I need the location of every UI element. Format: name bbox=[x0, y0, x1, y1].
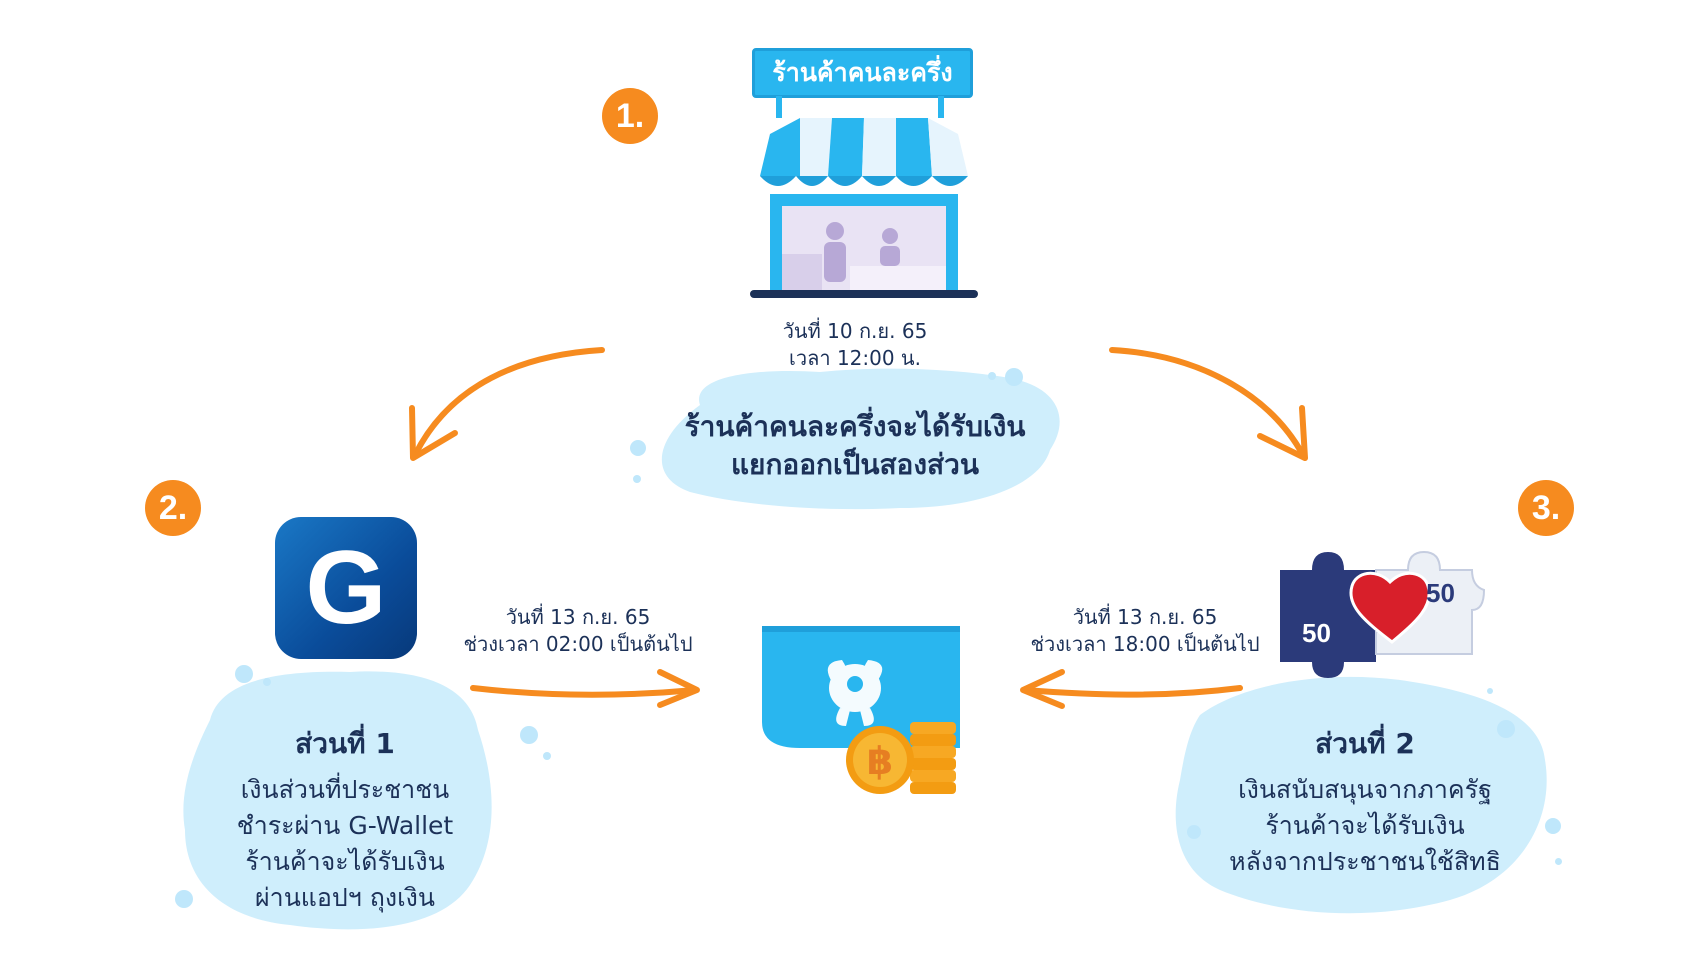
baht-symbol: ฿ bbox=[866, 739, 894, 783]
gwallet-date: วันที่ 13 ก.ย. 65 bbox=[505, 605, 651, 629]
wallet-icon bbox=[762, 626, 960, 794]
arrow-head bbox=[657, 669, 700, 708]
store-sign: ร้านค้าคนละครึ่ง bbox=[752, 48, 973, 98]
g-wallet-logo: G bbox=[275, 517, 417, 659]
bubble-dot bbox=[175, 890, 193, 908]
part2-heading: ส่วนที่ 2 bbox=[1315, 727, 1415, 760]
arrow-head bbox=[409, 405, 458, 461]
arrow-head bbox=[1020, 669, 1065, 709]
part1-line: ผ่านแอปฯ ถุงเงิน bbox=[255, 883, 435, 912]
bubble-dot bbox=[263, 678, 271, 686]
center-message: ร้านค้าคนละครึ่งจะได้รับเงิน แยกออกเป็นส… bbox=[660, 408, 1050, 484]
part2-line: ร้านค้าจะได้รับเงิน bbox=[1265, 811, 1465, 840]
store-icon bbox=[750, 96, 978, 298]
store-time: เวลา 12:00 น. bbox=[789, 346, 921, 370]
part1-line: เงินส่วนที่ประชาชน bbox=[240, 775, 450, 804]
gwallet-time: ช่วงเวลา 02:00 เป็นต้นไป bbox=[463, 632, 693, 656]
center-blob bbox=[661, 368, 1060, 510]
part2-text: ส่วนที่ 2 เงินสนับสนุนจากภาครัฐ ร้านค้าจ… bbox=[1215, 722, 1515, 880]
part1-heading: ส่วนที่ 1 bbox=[295, 727, 395, 760]
arrow-store-to-gwallet bbox=[412, 347, 605, 458]
bubble-dot bbox=[1555, 858, 1562, 865]
part2-line: หลังจากประชาชนใช้สิทธิ bbox=[1229, 847, 1501, 876]
part2-line: เงินสนับสนุนจากภาครัฐ bbox=[1238, 775, 1492, 804]
bubble-dot bbox=[630, 440, 646, 456]
part1-text: ส่วนที่ 1 เงินส่วนที่ประชาชน ชำระผ่าน G-… bbox=[200, 722, 490, 916]
bubble-dot bbox=[1545, 818, 1561, 834]
gov-date: วันที่ 13 ก.ย. 65 bbox=[1072, 605, 1218, 629]
bubble-dot bbox=[520, 726, 538, 744]
center-message-line2: แยกออกเป็นสองส่วน bbox=[730, 448, 979, 481]
step-badge-3: 3. bbox=[1518, 480, 1574, 536]
bubble-dot bbox=[1497, 720, 1515, 738]
step-badge-2: 2. bbox=[145, 480, 201, 536]
bubble-dot bbox=[1187, 825, 1201, 839]
gov-time: ช่วงเวลา 18:00 เป็นต้นไป bbox=[1030, 632, 1260, 656]
puzzle-heart-icon bbox=[1280, 550, 1486, 678]
puzzle-left-label: 50 bbox=[1302, 618, 1331, 648]
arrow-gwallet-to-wallet bbox=[470, 685, 698, 698]
arrow-gov-to-wallet bbox=[1022, 685, 1243, 698]
arrow-store-to-gov bbox=[1109, 347, 1306, 458]
arrow-head bbox=[1257, 405, 1308, 461]
store-date: วันที่ 10 ก.ย. 65 bbox=[782, 319, 928, 343]
part1-line: ชำระผ่าน G-Wallet bbox=[236, 811, 454, 840]
gov-puzzle-illustration: 50 50 bbox=[1276, 530, 1486, 680]
bank-wallet-illustration: ฿ bbox=[760, 622, 990, 797]
bubble-dot bbox=[543, 752, 551, 760]
gwallet-datetime: วันที่ 13 ก.ย. 65 ช่วงเวลา 02:00 เป็นต้น… bbox=[458, 604, 698, 658]
store-illustration: ร้านค้าคนละครึ่ง bbox=[750, 46, 980, 302]
bubble-dot bbox=[988, 372, 996, 380]
bubble-dot bbox=[1005, 368, 1023, 386]
step-badge-1: 1. bbox=[602, 88, 658, 144]
bubble-dot bbox=[1487, 688, 1493, 694]
store-datetime: วันที่ 10 ก.ย. 65 เวลา 12:00 น. bbox=[740, 318, 970, 372]
g-logo-letter: G bbox=[305, 530, 387, 646]
right-blob bbox=[1175, 676, 1547, 914]
left-blob bbox=[183, 671, 492, 930]
part1-line: ร้านค้าจะได้รับเงิน bbox=[245, 847, 445, 876]
puzzle-right-label: 50 bbox=[1426, 578, 1455, 608]
bubble-dot bbox=[235, 665, 253, 683]
gov-datetime: วันที่ 13 ก.ย. 65 ช่วงเวลา 18:00 เป็นต้น… bbox=[1025, 604, 1265, 658]
bubble-dot bbox=[633, 475, 641, 483]
center-message-line1: ร้านค้าคนละครึ่งจะได้รับเงิน bbox=[684, 410, 1026, 443]
